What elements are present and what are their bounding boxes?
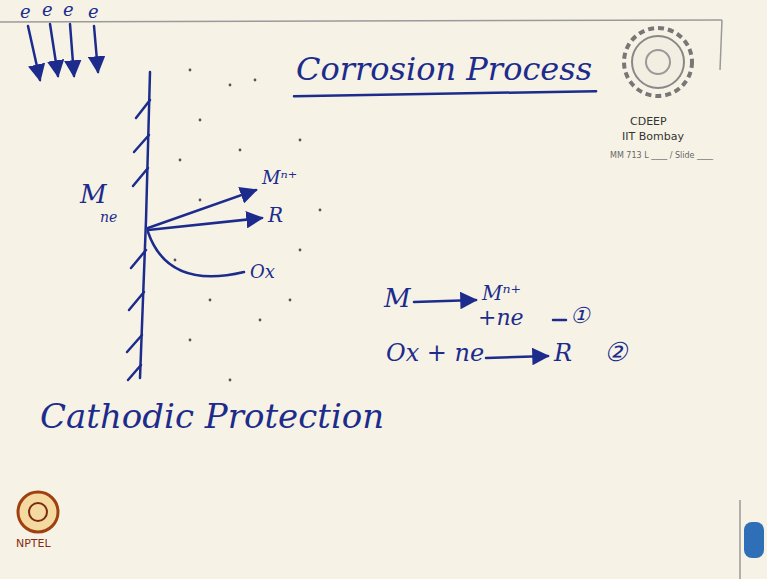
nptel-logo bbox=[18, 492, 58, 532]
heading-note: Cathodic Protection bbox=[40, 398, 384, 435]
electron-label: e bbox=[42, 0, 53, 20]
dot bbox=[199, 199, 202, 202]
dot bbox=[254, 79, 257, 82]
species-label: Ox bbox=[250, 262, 275, 282]
equation-term: M bbox=[384, 284, 411, 313]
equation-term: +ne bbox=[478, 306, 524, 330]
dot bbox=[259, 319, 262, 322]
frame-line bbox=[0, 20, 722, 22]
dot bbox=[229, 84, 232, 87]
dot bbox=[239, 149, 242, 152]
electron-label: e bbox=[63, 0, 74, 20]
frame-line bbox=[720, 20, 722, 70]
dot bbox=[299, 139, 302, 142]
species-label: R bbox=[268, 204, 283, 226]
dot bbox=[319, 209, 322, 212]
electron-label: e bbox=[20, 2, 31, 22]
equation-term: Mⁿ⁺ bbox=[482, 282, 521, 304]
solution-dots bbox=[174, 69, 322, 382]
logo-text: NPTEL bbox=[16, 538, 51, 550]
equation-term: R bbox=[554, 340, 572, 366]
logo-text: CDEEP bbox=[630, 116, 667, 128]
equation-term: Ox + ne bbox=[386, 340, 484, 366]
frame-line bbox=[739, 500, 741, 579]
dot bbox=[199, 119, 202, 122]
dot bbox=[179, 159, 182, 162]
ion-label: Mⁿ⁺ bbox=[262, 168, 297, 188]
reaction-arrows bbox=[148, 190, 262, 276]
dot bbox=[189, 339, 192, 342]
title: Corrosion Process bbox=[296, 52, 592, 87]
dot bbox=[299, 249, 302, 252]
metal-surface bbox=[127, 72, 150, 380]
electron-arrows bbox=[28, 24, 98, 80]
dot bbox=[289, 299, 292, 302]
electron-label: e bbox=[88, 2, 99, 22]
electron-label: ne bbox=[100, 210, 117, 225]
dot bbox=[189, 69, 192, 72]
corner-icon bbox=[744, 522, 764, 558]
title-underline bbox=[294, 91, 596, 96]
metal-label: M bbox=[80, 180, 107, 209]
gear-logo bbox=[624, 28, 692, 96]
equation-number: ① bbox=[570, 304, 590, 328]
equation-number: ② bbox=[604, 338, 627, 367]
slide-number: MM 713 L ____ / Slide ____ bbox=[610, 152, 713, 161]
dot bbox=[229, 379, 232, 382]
dot bbox=[209, 299, 212, 302]
dot bbox=[174, 259, 177, 262]
logo-text: IIT Bombay bbox=[622, 131, 684, 143]
